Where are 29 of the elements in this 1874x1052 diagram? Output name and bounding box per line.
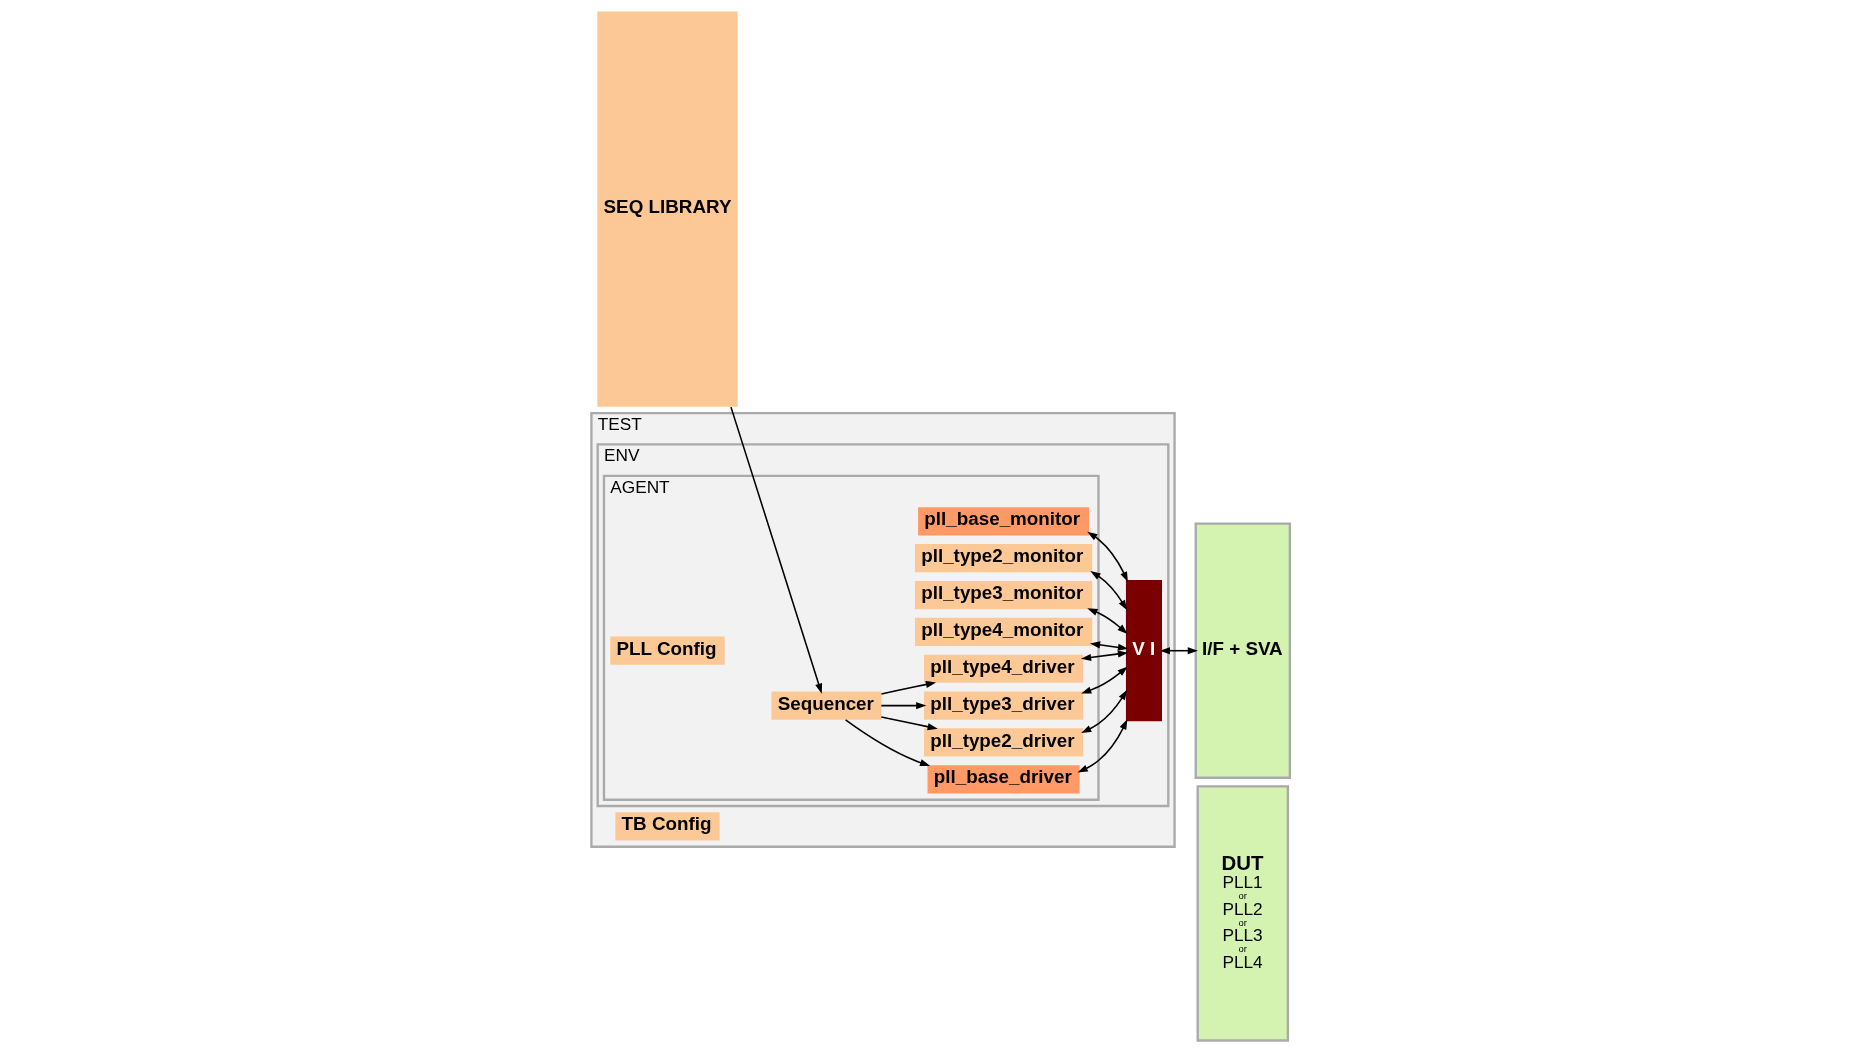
arrow xyxy=(1159,647,1198,655)
arrow xyxy=(1080,666,1128,694)
node-box: V I xyxy=(1125,580,1162,722)
arrow xyxy=(879,716,938,731)
node-box: pll_type3_driver xyxy=(923,691,1083,720)
arrow xyxy=(1080,650,1128,662)
node-box: pll_type2_driver xyxy=(923,728,1083,757)
arrow xyxy=(844,719,930,767)
node-box: pll_base_driver xyxy=(927,765,1080,794)
arrow xyxy=(1086,531,1128,583)
arrow xyxy=(1077,719,1127,773)
arrow xyxy=(1086,608,1128,634)
node-box: Sequencer xyxy=(770,691,881,720)
arrow xyxy=(1089,641,1128,651)
node-box: TB Config xyxy=(614,812,720,841)
node-box: I/F + SVA xyxy=(1194,522,1291,779)
node-box: pll_base_monitor xyxy=(917,507,1089,536)
node-box: DUT PLL1 or PLL2 or PLL3 or PLL4 xyxy=(1196,785,1289,1042)
node-box: SEQ LIBRARY xyxy=(596,11,738,407)
node-box: pll_type2_monitor xyxy=(914,544,1092,573)
node-box: pll_type3_monitor xyxy=(914,580,1092,610)
node-box: pll_type4_monitor xyxy=(914,617,1092,646)
arrow xyxy=(1089,571,1127,611)
arrow xyxy=(1080,689,1127,733)
arrow xyxy=(880,680,936,695)
arrow xyxy=(729,406,822,694)
arrow xyxy=(879,702,926,710)
node-box: pll_type4_driver xyxy=(923,654,1083,683)
node-box: PLL Config xyxy=(609,636,725,665)
